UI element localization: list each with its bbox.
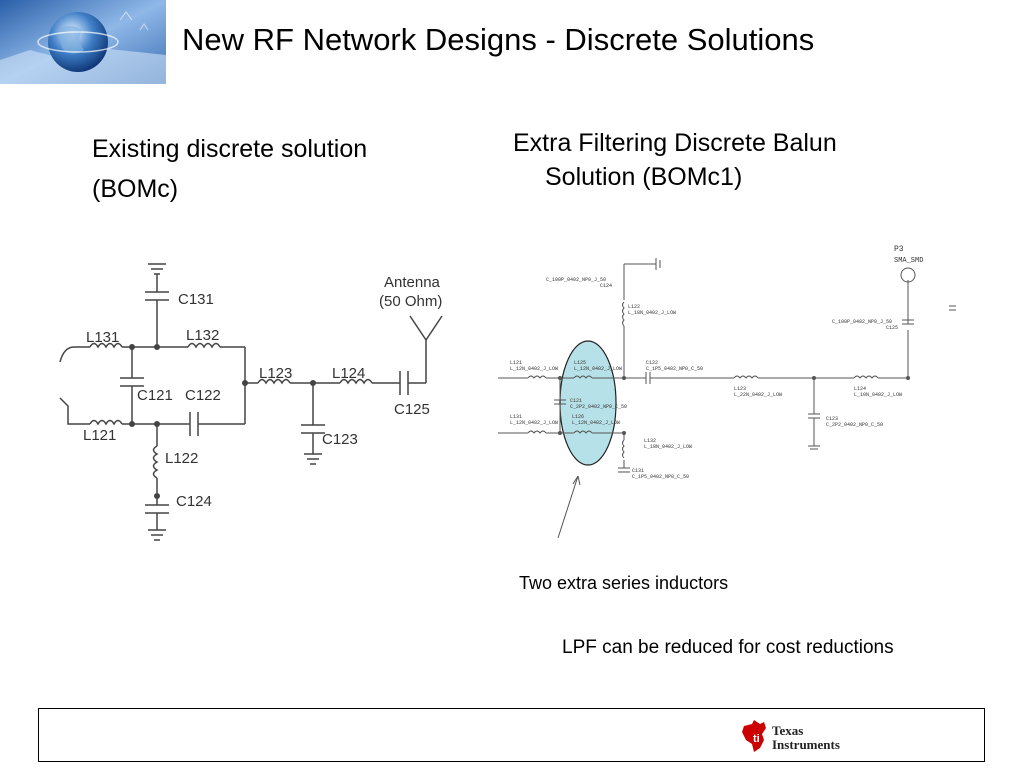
label-c131: C131: [632, 468, 644, 474]
left-heading-line1: Existing discrete solution: [92, 135, 368, 163]
label-l124: L124: [854, 386, 866, 392]
texas-instruments-logo: ti Texas Instruments: [742, 720, 840, 752]
ti-logo-line2: Instruments: [772, 737, 840, 752]
label-c125-value: C_100P_0402_NP0_J_50: [832, 319, 892, 325]
label-c121-value: C_2P2_0402_NP0_C_50: [570, 404, 627, 410]
label-sma: SMA_SMD: [894, 257, 923, 265]
label-c124-value: C_100P_0402_NP0_J_50: [546, 277, 606, 283]
right-heading-line2: Solution (BOMc1): [545, 163, 743, 191]
label-c122: C122: [185, 387, 221, 404]
label-l126-value: L_12N_0402_J_LOW: [572, 420, 620, 426]
label-l123: L123: [259, 365, 292, 382]
globe-logo: [0, 0, 166, 84]
label-c121: C121: [137, 387, 173, 404]
label-l124: L124: [332, 365, 365, 382]
label-l132: L132: [644, 438, 656, 444]
label-l121: L121: [83, 427, 116, 444]
label-antenna-ohm: (50 Ohm): [379, 293, 442, 310]
label-c125: C125: [394, 401, 430, 418]
label-l122: L122: [165, 450, 198, 467]
label-l131: L131: [510, 414, 522, 420]
bomc-schematic: C131 L131 L132 C121 C122 L121 L123 L124 …: [59, 263, 443, 541]
label-l122: L122: [628, 304, 640, 310]
label-c123-value: C_2P2_0402_NP0_C_50: [826, 422, 883, 428]
label-l125-value: L_12N_0402_J_LOW: [574, 366, 622, 372]
note-lpf-reduction: LPF can be reduced for cost reductions: [562, 637, 894, 658]
label-p3: P3: [894, 245, 904, 254]
label-c124: C124: [600, 283, 612, 289]
label-l131-value: L_12N_0402_J_LOW: [510, 420, 558, 426]
label-l123: L123: [734, 386, 746, 392]
label-c122: C122: [646, 360, 658, 366]
label-c122-value: C_1P5_0402_NP0_C_50: [646, 366, 703, 372]
label-c123: C123: [826, 416, 838, 422]
bomc1-schematic: P3 SMA_SMD C_100P_0402_NP0_J_50 C124 L12…: [498, 245, 956, 539]
label-c125: C125: [886, 325, 898, 331]
label-l122-value: L_18N_0402_J_LOW: [628, 310, 676, 316]
note-extra-inductors: Two extra series inductors: [519, 573, 729, 593]
footer-bar: [38, 708, 985, 762]
label-c123: C123: [322, 431, 358, 448]
label-c121: C121: [570, 398, 582, 404]
label-l121-value: L_12N_0402_J_LOW: [510, 366, 558, 372]
label-c124: C124: [176, 493, 212, 510]
page-title: New RF Network Designs - Discrete Soluti…: [182, 22, 815, 57]
right-heading: Extra Filtering Discrete Balun Solution …: [513, 126, 837, 194]
label-l132: L132: [186, 327, 219, 344]
highlight-ellipse: [559, 340, 617, 466]
label-l132-value: L_18N_0402_J_LOW: [644, 444, 692, 450]
label-antenna: Antenna: [384, 274, 441, 291]
label-l125: L125: [574, 360, 586, 366]
left-heading-line2: (BOMc): [92, 175, 179, 203]
label-l131: L131: [86, 329, 119, 346]
label-c131: C131: [178, 291, 214, 308]
left-heading: Existing discrete solution (BOMc): [92, 129, 367, 209]
label-l126: L126: [572, 414, 584, 420]
right-heading-line1: Extra Filtering Discrete Balun: [513, 129, 837, 157]
label-l123-value: L_22N_0402_J_LOW: [734, 392, 782, 398]
svg-text:ti: ti: [753, 733, 760, 745]
label-l124-value: L_10N_0402_J_LOW: [854, 392, 902, 398]
label-l121: L121: [510, 360, 522, 366]
ti-logo-line1: Texas: [772, 723, 803, 738]
label-c131-value: C_1P5_0402_NP0_C_50: [632, 474, 689, 480]
